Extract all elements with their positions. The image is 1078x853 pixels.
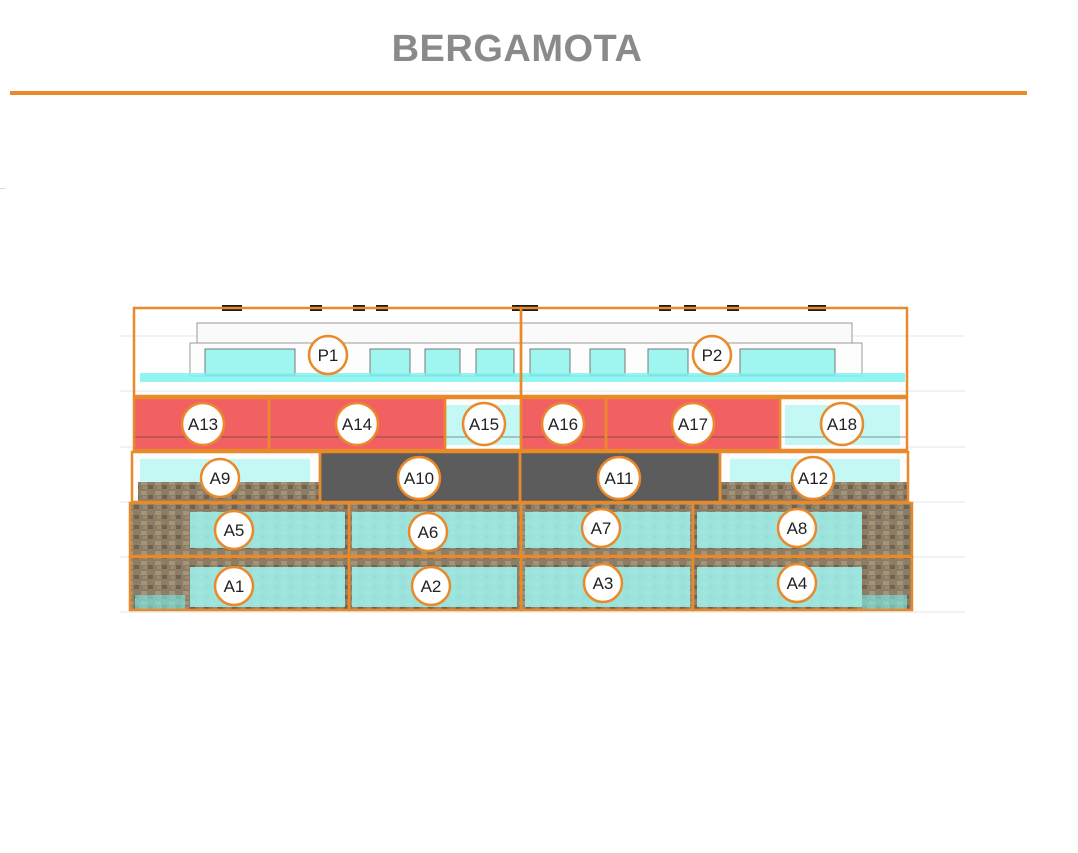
unit-label: A13 [188,415,218,434]
unit-badge[interactable] [213,509,255,551]
unit-a18[interactable]: A18 [778,396,909,452]
unit-badge[interactable] [396,455,442,501]
unit-label: P2 [702,346,723,365]
page-title: BERGAMOTA [391,28,643,70]
unit-badge[interactable] [790,455,836,501]
unit-badge[interactable] [199,457,241,499]
unit-label: A18 [827,415,857,434]
unit-label: A5 [224,521,245,540]
unit-label: A8 [787,519,808,538]
unit-badge[interactable] [691,334,733,376]
unit-label: A4 [787,574,808,593]
unit-badge[interactable] [776,507,818,549]
unit-badge[interactable] [540,401,586,447]
unit-badge[interactable] [670,401,716,447]
unit-badge[interactable] [180,401,226,447]
unit-badge[interactable] [213,565,255,607]
unit-outline[interactable] [519,306,909,398]
unit-badge[interactable] [580,507,622,549]
unit-badge[interactable] [461,401,507,447]
unit-label: A9 [210,469,231,488]
title-underline [10,91,1027,95]
penthouse-facade [140,322,905,382]
unit-badge[interactable] [307,334,349,376]
unit-badge[interactable] [596,455,642,501]
unit-label: A12 [798,469,828,488]
unit-a10[interactable]: A10 [318,450,522,504]
unit-a8[interactable]: A8 [691,501,914,558]
unit-a16[interactable]: A16 [519,396,608,452]
unit-p2[interactable]: P2 [519,306,909,398]
unit-label: A15 [469,415,499,434]
unit-badge[interactable] [819,401,865,447]
unit-a1[interactable]: A1 [128,555,351,612]
unit-label: P1 [318,346,339,365]
unit-label: A16 [548,415,578,434]
unit-a15[interactable]: A15 [443,396,523,452]
unit-label: A6 [418,523,439,542]
unit-a9[interactable]: A9 [130,450,322,504]
unit-label: A14 [342,415,372,434]
unit-badge[interactable] [776,562,818,604]
unit-badge[interactable] [407,511,449,553]
unit-outline[interactable] [691,555,914,612]
unit-a4[interactable]: A4 [691,555,914,612]
divider-mark [0,188,5,189]
unit-label: A3 [593,574,614,593]
unit-label: A10 [404,469,434,488]
unit-label: A1 [224,577,245,596]
unit-a2[interactable]: A2 [347,555,523,612]
unit-outline[interactable] [778,396,909,452]
unit-badge[interactable] [410,565,452,607]
unit-label: A2 [421,577,442,596]
unit-label: A7 [591,519,612,538]
unit-label: A17 [678,415,708,434]
unit-badge[interactable] [582,562,624,604]
unit-label: A11 [605,469,634,488]
unit-badge[interactable] [334,401,380,447]
